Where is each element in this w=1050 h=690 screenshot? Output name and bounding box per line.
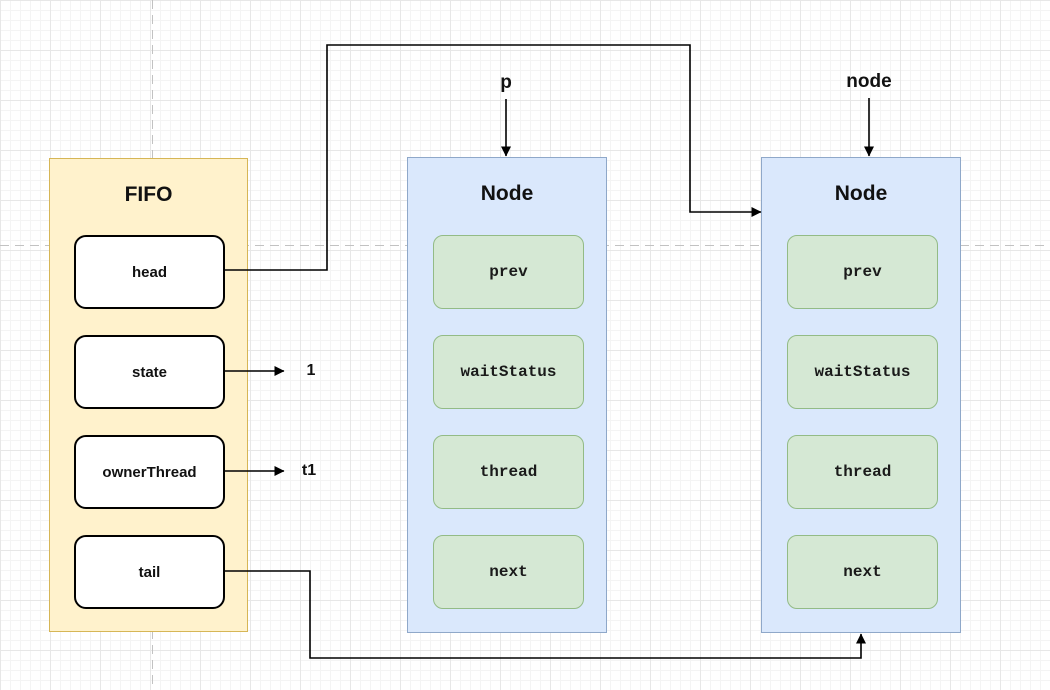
node1-slot-prev: prev bbox=[433, 235, 584, 309]
fifo-field-tail: tail bbox=[74, 535, 225, 609]
owner-thread-value-label: t1 bbox=[301, 462, 317, 479]
node1-slot-waitstatus: waitStatus bbox=[433, 335, 584, 409]
node2-title: Node bbox=[834, 182, 888, 205]
node2-box: Node prev waitStatus thread next bbox=[761, 157, 961, 633]
pointer-label-p: p bbox=[500, 72, 512, 93]
fifo-field-head: head bbox=[74, 235, 225, 309]
node1-box: Node prev waitStatus thread next bbox=[407, 157, 607, 633]
fifo-box: FIFO head state ownerThread tail bbox=[49, 158, 248, 632]
node1-slot-thread: thread bbox=[433, 435, 584, 509]
node2-slot-prev: prev bbox=[787, 235, 938, 309]
node2-slot-waitstatus: waitStatus bbox=[787, 335, 938, 409]
node1-slot-next: next bbox=[433, 535, 584, 609]
pointer-label-node: node bbox=[846, 71, 892, 92]
state-value-label: 1 bbox=[306, 362, 316, 379]
fifo-field-state: state bbox=[74, 335, 225, 409]
fifo-field-ownerthread: ownerThread bbox=[74, 435, 225, 509]
node2-slot-thread: thread bbox=[787, 435, 938, 509]
node2-slot-next: next bbox=[787, 535, 938, 609]
fifo-title: FIFO bbox=[124, 183, 173, 206]
node1-title: Node bbox=[480, 182, 534, 205]
